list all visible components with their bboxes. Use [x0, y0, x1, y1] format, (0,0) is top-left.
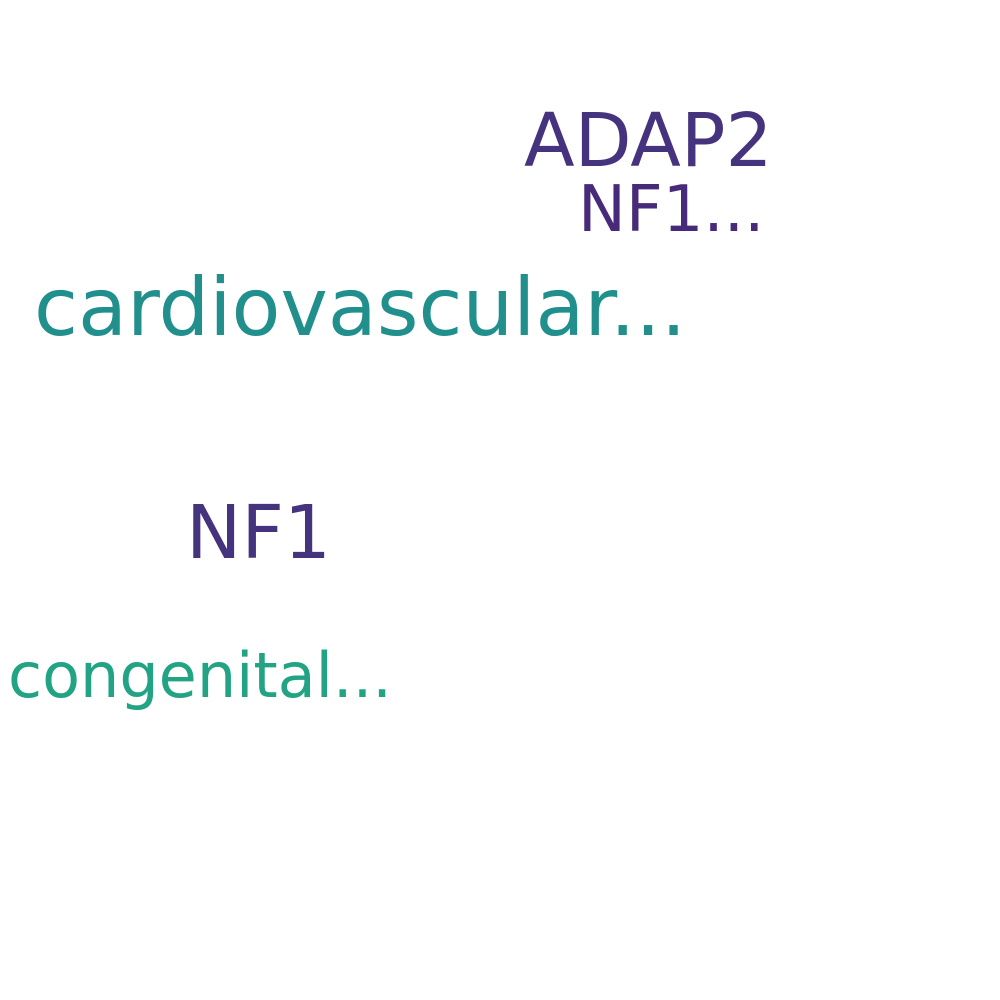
word-adap2: ADAP2: [524, 98, 773, 184]
word-congenital: congenital...: [8, 639, 392, 712]
word-cardiovascular: cardiovascular...: [34, 261, 687, 354]
word-nf1-truncated: NF1...: [578, 173, 765, 247]
word-nf1: NF1: [186, 490, 332, 576]
